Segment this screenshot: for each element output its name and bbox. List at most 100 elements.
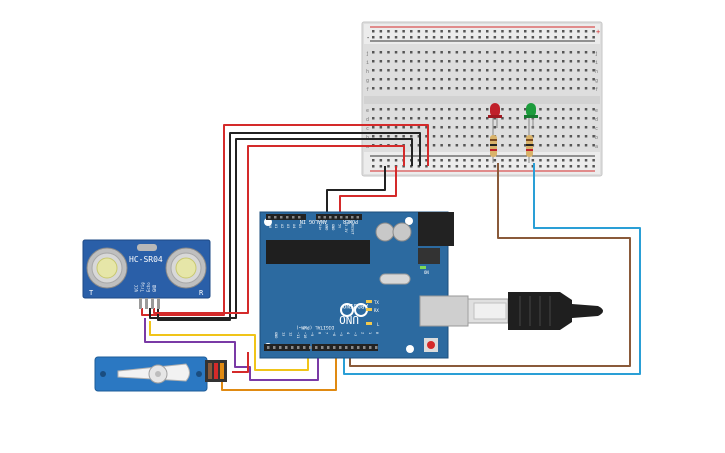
breadboard-hole[interactable] xyxy=(387,117,390,120)
breadboard-hole[interactable] xyxy=(379,60,383,63)
breadboard-hole[interactable] xyxy=(569,159,573,162)
breadboard-hole[interactable] xyxy=(524,108,527,111)
breadboard-hole[interactable] xyxy=(486,87,489,90)
header-pin[interactable] xyxy=(297,346,300,349)
breadboard-hole[interactable] xyxy=(493,165,497,168)
breadboard-hole[interactable] xyxy=(463,78,466,81)
breadboard-hole[interactable] xyxy=(546,60,550,63)
breadboard-hole[interactable] xyxy=(554,135,557,138)
breadboard-hole[interactable] xyxy=(394,30,398,33)
breadboard-hole[interactable] xyxy=(524,117,527,120)
breadboard-hole[interactable] xyxy=(577,60,580,63)
breadboard-hole[interactable] xyxy=(493,60,497,63)
breadboard-hole[interactable] xyxy=(463,69,466,72)
breadboard-hole[interactable] xyxy=(440,165,443,168)
breadboard-hole[interactable] xyxy=(372,159,375,162)
breadboard-hole[interactable] xyxy=(478,159,481,162)
breadboard-hole[interactable] xyxy=(546,159,550,162)
breadboard-hole[interactable] xyxy=(432,30,436,33)
breadboard-hole[interactable] xyxy=(470,69,474,72)
breadboard-hole[interactable] xyxy=(531,159,535,162)
breadboard-hole[interactable] xyxy=(569,126,573,129)
breadboard-hole[interactable] xyxy=(508,108,512,111)
breadboard-hole[interactable] xyxy=(592,159,595,162)
breadboard-hole[interactable] xyxy=(410,60,413,63)
breadboard-hole[interactable] xyxy=(463,87,466,90)
breadboard-hole[interactable] xyxy=(584,159,588,162)
breadboard-hole[interactable] xyxy=(554,36,557,39)
breadboard-hole[interactable] xyxy=(493,126,497,129)
breadboard-hole[interactable] xyxy=(417,135,421,138)
breadboard-hole[interactable] xyxy=(448,51,451,54)
breadboard-hole[interactable] xyxy=(432,126,436,129)
breadboard-hole[interactable] xyxy=(516,30,519,33)
resistor-red-led[interactable] xyxy=(490,128,497,163)
breadboard-hole[interactable] xyxy=(410,69,413,72)
breadboard-hole[interactable] xyxy=(394,126,398,129)
wire-black-gnd-board[interactable] xyxy=(326,166,386,213)
wire-blue[interactable] xyxy=(343,163,641,375)
breadboard-hole[interactable] xyxy=(394,87,398,90)
breadboard-hole[interactable] xyxy=(539,144,542,147)
servo-motor[interactable] xyxy=(94,356,227,392)
breadboard-hole[interactable] xyxy=(508,144,512,147)
breadboard-hole[interactable] xyxy=(432,51,436,54)
breadboard-hole[interactable] xyxy=(524,159,527,162)
breadboard-hole[interactable] xyxy=(478,165,481,168)
breadboard-hole[interactable] xyxy=(516,135,519,138)
breadboard-hole[interactable] xyxy=(516,60,519,63)
breadboard-hole[interactable] xyxy=(508,117,512,120)
breadboard-hole[interactable] xyxy=(455,60,459,63)
breadboard-hole[interactable] xyxy=(394,51,398,54)
breadboard-hole[interactable] xyxy=(463,30,466,33)
breadboard-hole[interactable] xyxy=(554,87,557,90)
breadboard-hole[interactable] xyxy=(425,51,428,54)
breadboard-hole[interactable] xyxy=(440,126,443,129)
breadboard-hole[interactable] xyxy=(493,51,497,54)
breadboard-hole[interactable] xyxy=(508,69,512,72)
breadboard-hole[interactable] xyxy=(569,51,573,54)
breadboard-hole[interactable] xyxy=(387,135,390,138)
breadboard-hole[interactable] xyxy=(493,30,497,33)
breadboard-hole[interactable] xyxy=(584,135,588,138)
breadboard-hole[interactable] xyxy=(440,135,443,138)
header-pin[interactable] xyxy=(291,346,294,349)
breadboard-hole[interactable] xyxy=(539,36,542,39)
breadboard-hole[interactable] xyxy=(577,36,580,39)
breadboard-hole[interactable] xyxy=(379,117,383,120)
breadboard-hole[interactable] xyxy=(486,135,489,138)
breadboard-hole[interactable] xyxy=(592,69,595,72)
breadboard-hole[interactable] xyxy=(417,60,421,63)
breadboard-hole[interactable] xyxy=(394,69,398,72)
breadboard-hole[interactable] xyxy=(493,87,497,90)
breadboard-hole[interactable] xyxy=(592,78,595,81)
breadboard-hole[interactable] xyxy=(455,117,459,120)
breadboard-hole[interactable] xyxy=(478,117,481,120)
breadboard-hole[interactable] xyxy=(486,36,489,39)
header-pin[interactable] xyxy=(351,346,354,349)
breadboard-hole[interactable] xyxy=(569,165,573,168)
breadboard-hole[interactable] xyxy=(417,159,421,162)
breadboard-hole[interactable] xyxy=(417,108,421,111)
header-pin[interactable] xyxy=(356,216,360,219)
breadboard-hole[interactable] xyxy=(455,159,459,162)
breadboard-hole[interactable] xyxy=(432,159,436,162)
breadboard-hole[interactable] xyxy=(539,126,542,129)
breadboard-hole[interactable] xyxy=(402,69,405,72)
breadboard-hole[interactable] xyxy=(448,117,451,120)
header-pin[interactable] xyxy=(268,216,271,219)
breadboard-hole[interactable] xyxy=(539,30,542,33)
breadboard-hole[interactable] xyxy=(524,135,527,138)
breadboard-hole[interactable] xyxy=(440,69,443,72)
breadboard-hole[interactable] xyxy=(524,144,527,147)
breadboard-hole[interactable] xyxy=(440,51,443,54)
breadboard-hole[interactable] xyxy=(562,87,565,90)
breadboard-hole[interactable] xyxy=(584,108,588,111)
breadboard-hole[interactable] xyxy=(501,60,504,63)
breadboard-hole[interactable] xyxy=(478,135,481,138)
breadboard-hole[interactable] xyxy=(531,36,535,39)
breadboard-hole[interactable] xyxy=(554,78,557,81)
breadboard-hole[interactable] xyxy=(546,135,550,138)
breadboard-hole[interactable] xyxy=(562,144,565,147)
breadboard-hole[interactable] xyxy=(440,60,443,63)
